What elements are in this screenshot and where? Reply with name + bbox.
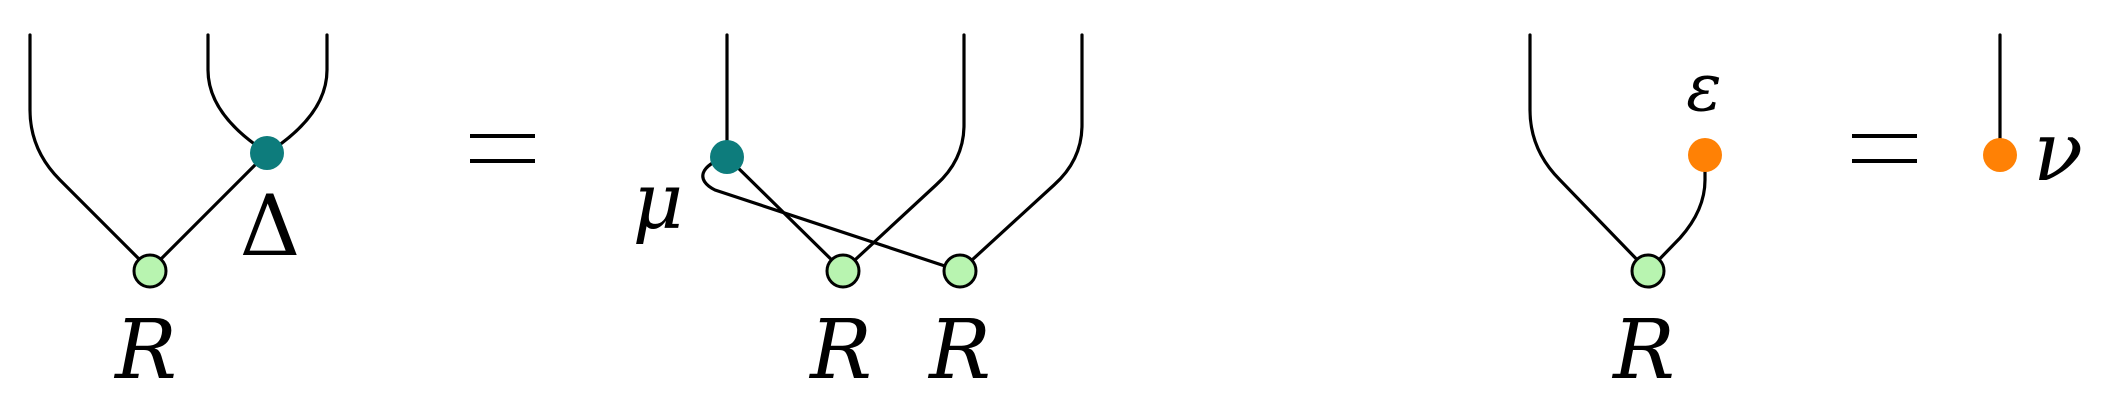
mu-label: μ [633,157,684,247]
multiplication-node [710,140,744,174]
Delta-label: Δ [240,177,301,275]
epsilon-label: ε [1686,49,1721,126]
R-label-2: R [1611,303,1675,398]
R-label: R [113,303,177,398]
wire-delta-right-output [273,33,329,150]
R-node-left [825,253,861,289]
wire-middle-input [841,33,966,273]
wire-mu-loop-to-right-R [701,155,962,273]
wire-R-to-epsilon [1646,153,1707,273]
wire-left-input-2 [1528,33,1650,273]
R-node [132,253,168,289]
equals-sign-2 [1852,134,1917,163]
equation2-rhs: ν [1983,33,2083,200]
comultiplication-node [250,136,284,170]
R-label-left: R [808,303,872,398]
wire-right-input [958,33,1084,273]
unit-node [1983,138,2017,172]
wire-left-input [28,33,152,272]
equation1-rhs: μ R R [633,33,1084,398]
R-node-2 [1630,253,1666,289]
equation2-lhs: ε R [1528,33,1722,398]
R-label-right: R [927,303,991,398]
counit-node [1688,138,1722,172]
R-node-right [942,253,978,289]
equals-sign-1 [470,134,535,163]
equation1-lhs: R Δ [28,33,329,398]
wire-delta-to-R [148,151,269,272]
nu-label: ν [2033,105,2083,200]
wire-delta-left-output [206,33,262,150]
